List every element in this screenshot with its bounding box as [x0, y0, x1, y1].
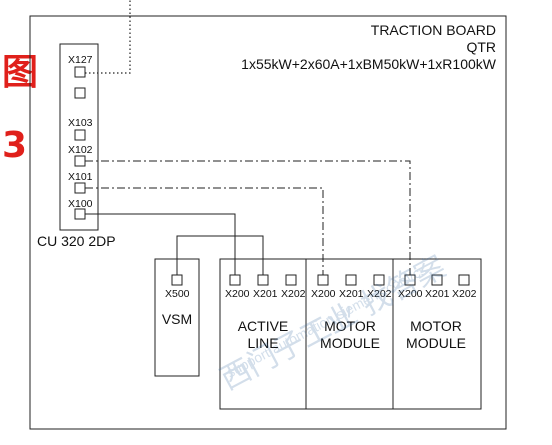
al-port-label-x200: X200	[225, 288, 250, 300]
cu-port-blank	[74, 87, 86, 99]
drive-lineup: X200 X201 X202 ACTIVE LINE X200 X201 X20…	[219, 258, 482, 410]
motor-module-2-label-2: MODULE	[406, 335, 466, 351]
mm1-port-x200	[317, 274, 329, 286]
link-x100-al	[85, 213, 236, 275]
cu320-box	[59, 43, 99, 231]
al-port-label-x201: X201	[253, 288, 278, 300]
active-line-label-2: LINE	[247, 335, 278, 351]
link-x102-mm2	[85, 160, 411, 275]
link-al-vsm	[176, 235, 264, 275]
mm1-port-label-x202: X202	[367, 288, 392, 300]
al-port-x201	[257, 274, 269, 286]
cu-port-x102	[74, 155, 86, 167]
al-port-label-x202: X202	[281, 288, 306, 300]
cu-port-label-x101: X101	[68, 171, 93, 183]
board-config: 1x55kW+2x60A+1xBM50kW+1xR100kW	[241, 56, 497, 72]
mm1-port-label-x201: X201	[339, 288, 364, 300]
drive-lineup-frame	[219, 258, 482, 410]
mm1-port-x202	[373, 274, 385, 286]
cu-port-x103	[74, 129, 86, 141]
cu-port-label-x102: X102	[68, 144, 93, 156]
cu-port-label-x100: X100	[68, 198, 93, 210]
mm1-port-x201	[345, 274, 357, 286]
cu-port-x127	[74, 66, 86, 78]
mm2-port-label-x202: X202	[452, 288, 477, 300]
figure-label-char: 图	[2, 52, 39, 93]
vsm-module: X500 VSM	[154, 258, 200, 377]
figure-label-number: 3	[2, 125, 28, 166]
motor-module-2-label-1: MOTOR	[410, 318, 462, 334]
al-port-x200	[229, 274, 241, 286]
al-port-x202	[285, 274, 297, 286]
mm2-port-label-x201: X201	[425, 288, 450, 300]
board-subtitle: QTR	[466, 39, 496, 55]
link-x101-mm1	[85, 187, 324, 275]
cu320-module: CU 320 2DP X127 X103 X102 X101 X100	[37, 43, 116, 249]
motor-module-1-label-2: MODULE	[320, 335, 380, 351]
cu320-label: CU 320 2DP	[37, 233, 116, 249]
mm2-port-x201	[431, 274, 443, 286]
mm2-port-label-x200: X200	[398, 288, 423, 300]
vsm-label: VSM	[162, 311, 192, 327]
cu-port-label-x103: X103	[68, 117, 93, 129]
vsm-port-label: X500	[165, 288, 190, 300]
x127-dotted-link	[85, 0, 131, 74]
mm2-port-x202	[458, 274, 470, 286]
cu-port-x101	[74, 182, 86, 194]
motor-module-1-label-1: MOTOR	[324, 318, 376, 334]
vsm-port-x500	[171, 274, 183, 286]
traction-board-frame	[29, 15, 507, 430]
cu-port-x100	[74, 208, 86, 220]
active-line-label-1: ACTIVE	[238, 318, 289, 334]
board-title: TRACTION BOARD	[371, 22, 496, 38]
mm1-port-label-x200: X200	[311, 288, 336, 300]
cu-port-label-x127: X127	[68, 54, 93, 66]
